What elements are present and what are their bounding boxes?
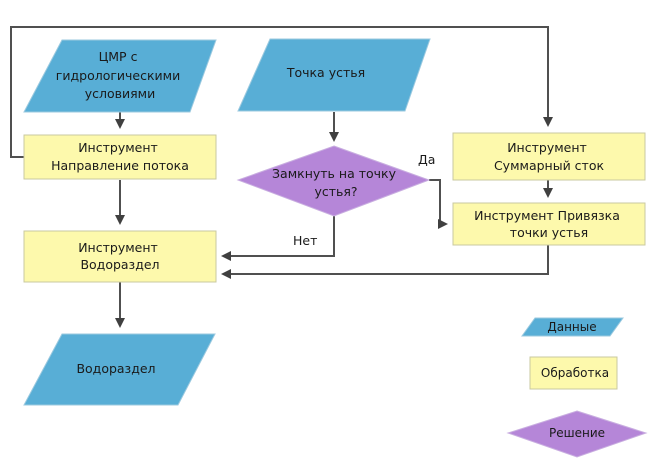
- legend-decision-label: Решение: [549, 426, 605, 440]
- node-watershed-tool-label: Инструмент Водораздел: [78, 240, 162, 272]
- node-snap-pour-point-tool-label: Инструмент Привязка точки устья: [474, 208, 624, 240]
- node-pour-point-input[interactable]: Точка устья: [237, 38, 431, 112]
- node-snap-decision-label: Замкнуть на точку устья?: [272, 166, 400, 199]
- legend-item-data: Данные: [521, 317, 624, 337]
- connectors: [10, 26, 553, 328]
- yes-label: Да: [418, 152, 435, 167]
- node-flow-direction-tool-label: Инструмент Направление потока: [51, 140, 189, 173]
- node-flow-accumulation-tool[interactable]: Инструмент Суммарный сток: [452, 132, 646, 181]
- node-watershed-tool[interactable]: Инструмент Водораздел: [23, 230, 217, 283]
- node-snap-pour-point-tool[interactable]: Инструмент Привязка точки устья: [452, 202, 646, 246]
- node-snap-decision[interactable]: Замкнуть на точку устья?: [236, 145, 431, 217]
- connector-snap-to-watershed: [221, 245, 549, 279]
- connector-decision-no: [221, 216, 335, 261]
- node-watershed-output-label: Водораздел: [76, 361, 155, 376]
- node-dem-input[interactable]: ЦМР с гидрологическими условиями: [23, 39, 217, 113]
- legend-item-process: Обработка: [529, 356, 618, 390]
- no-label: Нет: [293, 233, 317, 248]
- connector-decision-yes: [429, 179, 448, 229]
- node-dem-input-label: ЦМР с гидрологическими условиями: [56, 49, 184, 101]
- node-flow-accumulation-tool-label: Инструмент Суммарный сток: [494, 140, 605, 173]
- legend-data-label: Данные: [547, 320, 596, 334]
- legend-item-decision: Решение: [506, 410, 648, 458]
- legend: Данные Обработка Решение: [506, 317, 648, 458]
- legend-process-label: Обработка: [541, 366, 609, 380]
- connector-flowdir-to-flowacc: [10, 26, 553, 158]
- node-pour-point-input-label: Точка устья: [286, 65, 365, 80]
- node-flow-direction-tool[interactable]: Инструмент Направление потока: [23, 134, 217, 180]
- node-watershed-output[interactable]: Водораздел: [23, 333, 216, 406]
